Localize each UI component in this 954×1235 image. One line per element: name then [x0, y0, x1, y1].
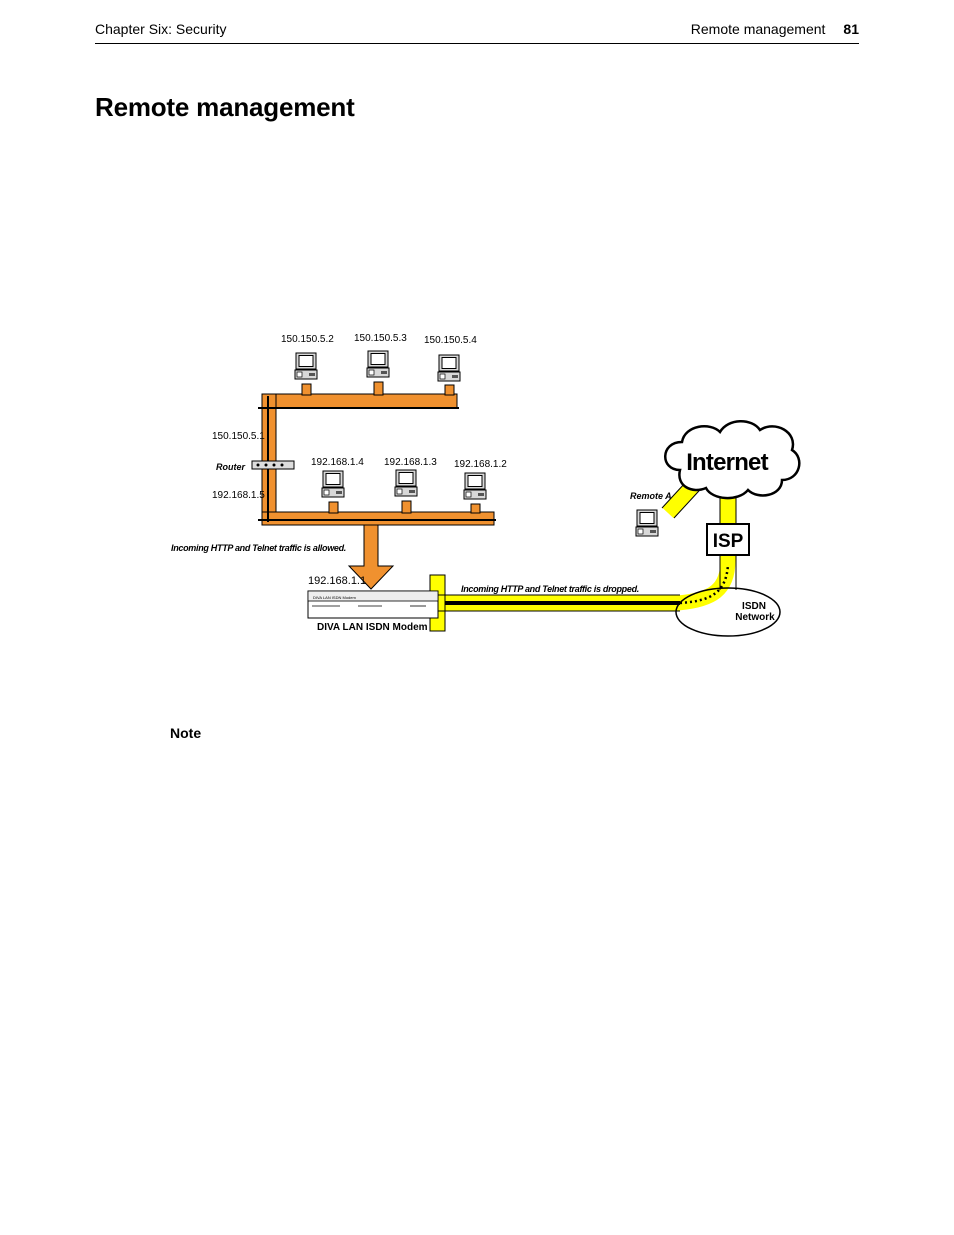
allowed-arrow	[347, 524, 395, 590]
router-icon	[251, 460, 295, 470]
drop-top-2	[373, 381, 384, 396]
header-rule	[95, 43, 859, 44]
page-title: Remote management	[95, 92, 355, 122]
modem-faceplate-text: DIVA LAN ISDN Modem	[313, 595, 356, 600]
computer-icon	[635, 509, 659, 537]
drop-top-1	[301, 383, 312, 396]
router-bottom-ip: 192.168.1.5	[212, 490, 265, 501]
top-bus	[261, 393, 458, 409]
header-section: Remote management	[690, 21, 826, 37]
allowed-caption: Incoming HTTP and Telnet traffic is allo…	[171, 543, 346, 553]
computer-icon	[321, 470, 345, 498]
isp-box	[706, 523, 750, 556]
ip-label: 192.168.1.3	[384, 457, 437, 468]
ip-label: 192.168.1.4	[311, 457, 364, 468]
ip-label: 150.150.5.3	[354, 333, 407, 344]
dropped-caption: Incoming HTTP and Telnet traffic is drop…	[461, 584, 639, 594]
isdn-label: ISDN	[742, 601, 766, 612]
computer-icon	[294, 352, 318, 380]
internet-cloud-icon	[664, 420, 801, 500]
isp-label: ISP	[713, 531, 744, 552]
computer-icon	[437, 354, 461, 382]
drop-bottom-3	[470, 503, 481, 514]
modem-label: DIVA LAN ISDN Modem	[317, 622, 428, 633]
isdn-dotted	[679, 564, 730, 605]
internet-label: Internet	[686, 449, 768, 476]
remote-label: Remote A	[630, 491, 672, 501]
drop-top-3	[444, 384, 455, 396]
router-label: Router	[216, 462, 245, 472]
router-top-ip: 150.150.5.1	[212, 431, 265, 442]
ip-label: 150.150.5.2	[281, 334, 334, 345]
bottom-bus	[261, 511, 495, 526]
header-chapter: Chapter Six: Security	[95, 21, 227, 37]
isdn-network-label: Network	[735, 612, 775, 623]
drop-bottom-2	[401, 500, 412, 514]
header-right: Remote management 81	[691, 21, 859, 37]
ip-label: 150.150.5.4	[424, 335, 477, 346]
note-label: Note	[170, 725, 202, 741]
computer-icon	[366, 350, 390, 378]
page-number: 81	[843, 21, 859, 37]
orange-bus	[261, 381, 495, 590]
modem-icon: DIVA LAN ISDN Modem	[307, 590, 439, 619]
computer-icon	[463, 472, 487, 500]
computer-icon	[394, 469, 418, 497]
isdn-network-ellipse	[675, 587, 781, 637]
modem-ip: 192.168.1.1	[308, 575, 366, 587]
drop-bottom-1	[328, 501, 339, 514]
ip-label: 192.168.1.2	[454, 459, 507, 470]
